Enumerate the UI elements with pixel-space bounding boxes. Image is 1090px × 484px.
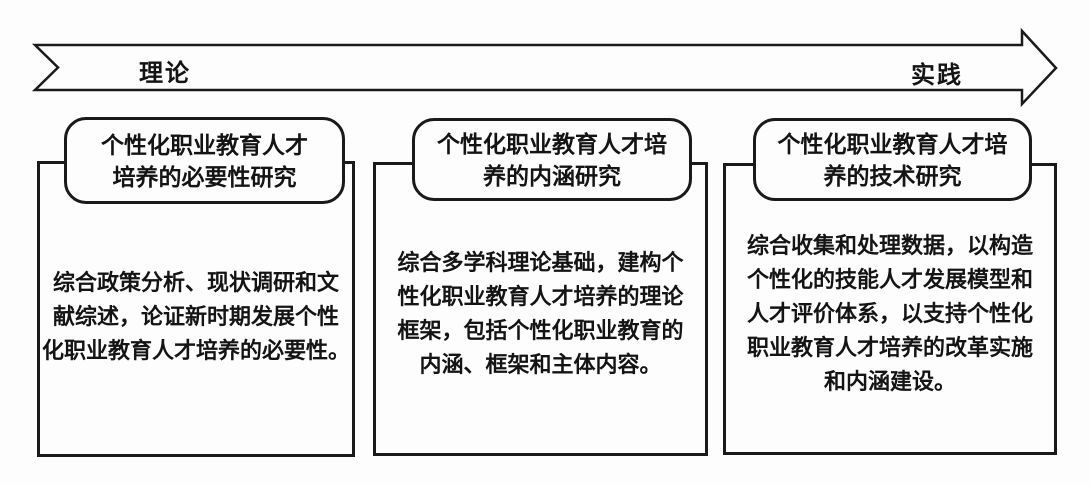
- research-box-connotation: 综合多学科理论基础，建构个 性化职业教育人才培养的理论 框架，包括个性化职业教育…: [373, 162, 708, 456]
- arrow-label-theory: 理论: [139, 60, 191, 87]
- arrow-shape: [31, 27, 1058, 108]
- box-body-text-technology: 综合收集和处理数据，以构造 个性化的技能人才发展模型和 人才评价体系，以支持个性…: [746, 232, 1033, 394]
- arrow-label-practice: 实践: [911, 62, 963, 89]
- research-box-necessity: 综合政策分析、现状调研和文 献综述，论证新时期发展个性 化职业教育人才培养的必要…: [37, 161, 355, 457]
- box-title-necessity: 个性化职业教育人才 培养的必要性研究: [64, 117, 345, 204]
- research-box-technology: 综合收集和处理数据，以构造 个性化的技能人才发展模型和 人才评价体系，以支持个性…: [723, 163, 1057, 455]
- box-title-technology: 个性化职业教育人才培 养的技术研究: [753, 118, 1032, 201]
- box-body-text-necessity: 综合政策分析、现状调研和文 献综述，论证新时期发展个性 化职业教育人才培养的必要…: [41, 270, 350, 363]
- box-title-connotation: 个性化职业教育人才培 养的内涵研究: [412, 118, 692, 201]
- box-body-text-connotation: 综合多学科理论基础，建构个 性化职业教育人才培养的理论 框架，包括个性化职业教育…: [397, 250, 684, 377]
- timeline-arrow: [31, 27, 1058, 108]
